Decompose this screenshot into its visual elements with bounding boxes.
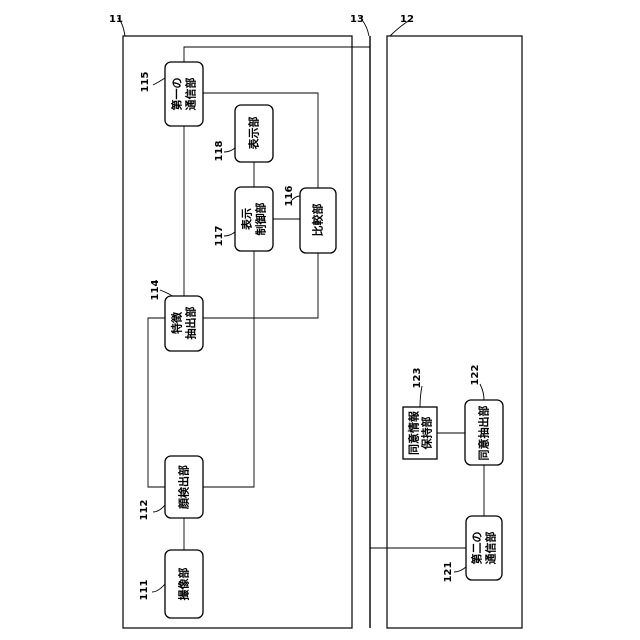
block-116-ref: 116: [284, 186, 295, 207]
block-123-ref: 123: [412, 368, 423, 389]
block-111-leader: [152, 584, 165, 592]
block-112-ref: 112: [139, 500, 150, 521]
block-121-leader: [454, 567, 466, 572]
block-115-ref: 115: [140, 72, 151, 93]
block-118-ref: 118: [214, 141, 225, 162]
block-121-label-line2: 通信部: [484, 532, 498, 565]
block-117-leader: [224, 232, 235, 236]
block-118-leader: [224, 148, 235, 152]
block-123-label-line2: 保持部: [420, 417, 434, 451]
block-114-leader: [160, 290, 172, 296]
block-114-feature-extraction-unit: 特徴 抽出部: [165, 296, 203, 351]
block-115-label-line1: 第一の: [170, 78, 184, 111]
block-114-label-line2: 抽出部: [184, 307, 198, 340]
block-114-ref: 114: [150, 280, 161, 301]
block-117-label-line2: 制御部: [254, 203, 268, 236]
device-11-ref: 11: [109, 14, 123, 25]
block-114-label-line1: 特徴: [170, 311, 184, 334]
block-115-leader: [153, 78, 165, 85]
block-116-comparison-unit: 比較部: [300, 188, 336, 253]
block-116-label: 比較部: [311, 204, 325, 237]
block-123-label-line1: 同意情報: [407, 410, 421, 455]
block-111-ref: 111: [139, 580, 150, 601]
block-118-display-unit: 表示部: [235, 105, 273, 162]
block-112-label: 顔検出部: [177, 465, 191, 510]
block-122-label: 同意抽出部: [477, 406, 491, 461]
block-122-ref: 122: [470, 365, 481, 386]
block-111-label: 撮像部: [177, 568, 191, 601]
block-115-first-communication-unit: 第一の 通信部: [165, 62, 203, 126]
block-111-imaging-unit: 撮像部: [165, 550, 203, 618]
device-12-ref: 12: [400, 14, 414, 25]
block-112-face-detection-unit: 顔検出部: [165, 456, 203, 518]
block-121-ref: 121: [443, 562, 454, 583]
block-121-label-line1: 第二の: [470, 532, 484, 565]
block-117-display-control-unit: 表示 制御部: [235, 187, 273, 251]
network-13-ref: 13: [350, 14, 364, 25]
block-112-leader: [153, 505, 165, 512]
block-122-consent-extraction-unit: 同意抽出部: [465, 400, 503, 465]
block-117-ref: 117: [214, 226, 225, 247]
block-118-label: 表示部: [247, 117, 261, 151]
block-115-label-line2: 通信部: [184, 78, 198, 111]
block-117-label-line1: 表示: [240, 208, 254, 231]
block-123-consent-information-holding-unit: 同意情報 保持部: [403, 407, 437, 459]
block-121-second-communication-unit: 第二の 通信部: [466, 516, 502, 580]
